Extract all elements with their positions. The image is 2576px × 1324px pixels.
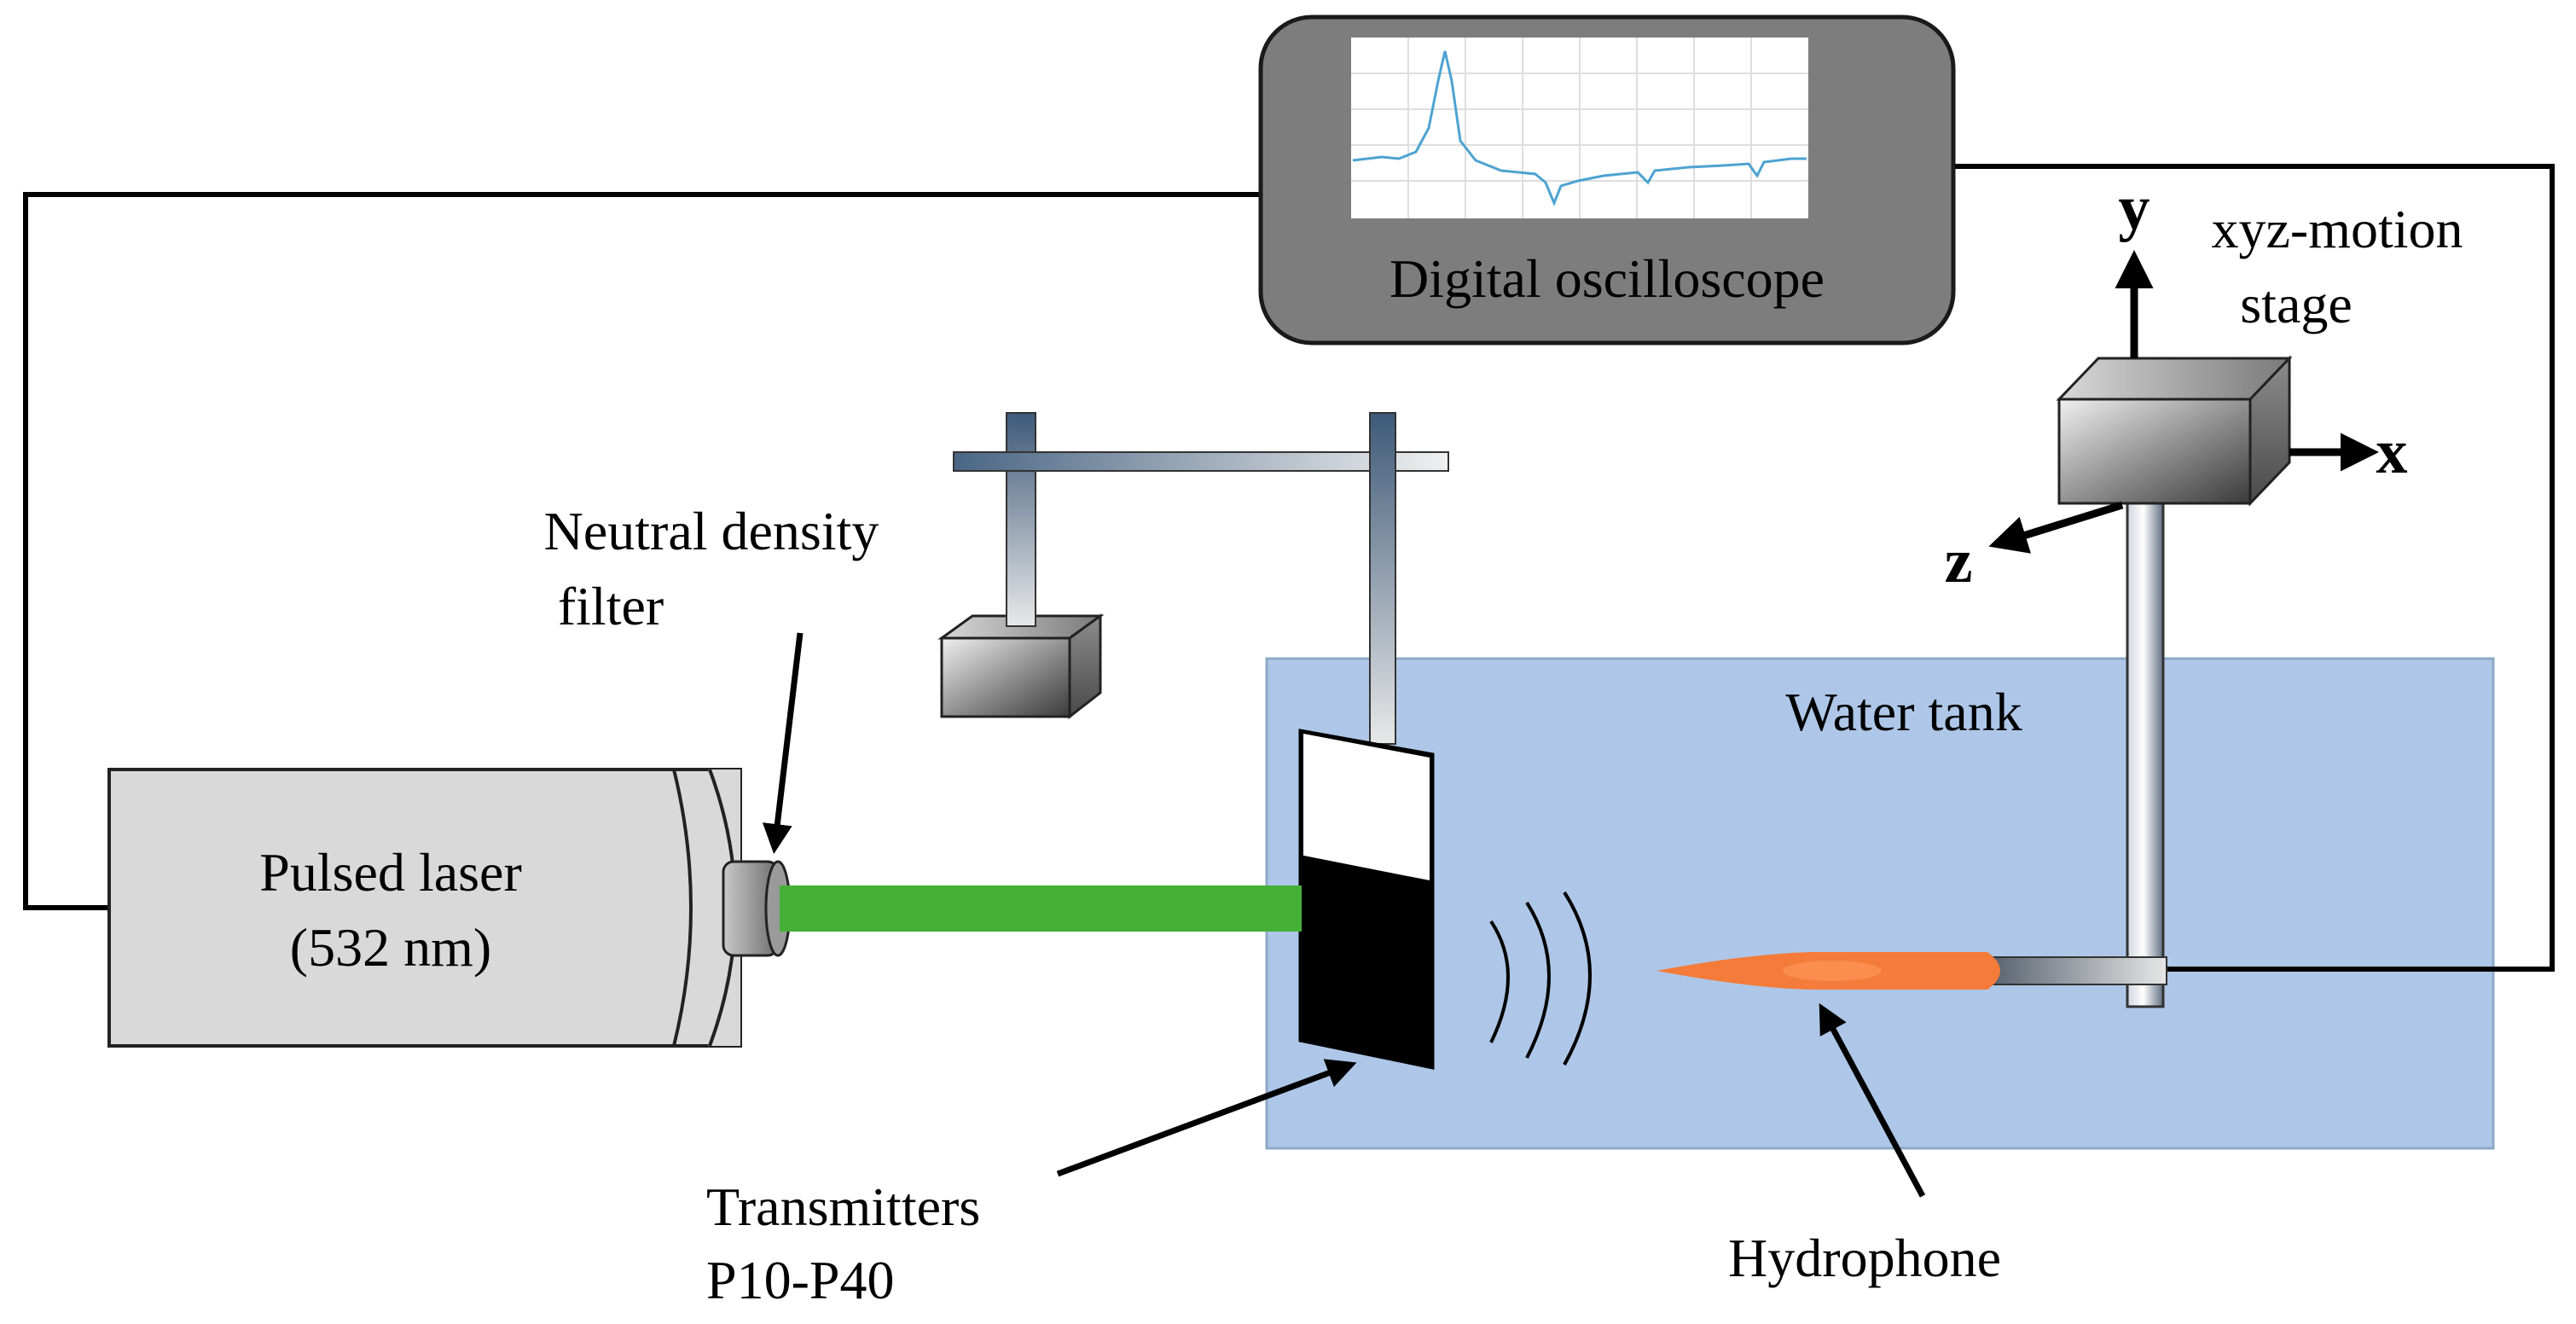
laser-end-cap-face	[708, 769, 740, 1046]
hydrophone-highlight	[1783, 961, 1882, 981]
cable-laser-to-oscilloscope	[23, 192, 1261, 910]
motion-stage-post	[2126, 486, 2165, 1008]
oscilloscope-label: Digital oscilloscope	[1390, 248, 1825, 309]
acoustic-waves	[1489, 891, 1592, 1066]
laser-end-cap-ring	[672, 769, 693, 1047]
motion-stage-block	[2057, 398, 2252, 505]
stand-horizontal-rod	[953, 451, 1449, 472]
water-tank	[1265, 657, 2495, 1150]
stand-vertical-rod	[1006, 412, 1036, 627]
hydrophone-pointer-arrow	[1819, 1002, 1926, 1198]
water-tank-label: Water tank	[1785, 682, 2022, 742]
hydrophone-label: Hydrophone	[1728, 1228, 2001, 1288]
laser-label-line2: (532 nm)	[290, 917, 491, 978]
transmitters-label-line1: Transmitters	[706, 1176, 980, 1237]
filter-label-line1: Neutral density	[544, 501, 879, 561]
filter-pointer-arrow	[762, 632, 804, 854]
x-axis-label: x	[2376, 417, 2408, 487]
oscilloscope-signal-trace	[1352, 50, 1807, 206]
stand-base-block	[940, 636, 1071, 718]
transmitter-holder-rod	[1369, 412, 1396, 745]
transmitters-label-line2: P10-P40	[706, 1250, 895, 1310]
y-axis-label: y	[2119, 173, 2150, 243]
filter-label-line2: filter	[558, 576, 664, 636]
motion-stage-label-line1: xyz-motion	[2211, 199, 2463, 259]
laser-beam	[780, 886, 1302, 932]
transmitter-divider	[1301, 855, 1432, 884]
z-axis-arrow	[1988, 501, 2124, 554]
pulsed-laser	[107, 768, 742, 1048]
motion-stage-label-line2: stage	[2240, 274, 2353, 334]
stand-base-side	[1068, 613, 1102, 720]
laser-label-line1: Pulsed laser	[259, 842, 522, 903]
transmitter-white-face	[1303, 734, 1430, 880]
cable-hydrophone-to-oscilloscope	[1955, 164, 2555, 972]
transmitter-pointer-arrow	[1056, 1059, 1357, 1177]
motion-stage-side	[2248, 355, 2291, 507]
z-axis-label: z	[1945, 526, 1973, 596]
